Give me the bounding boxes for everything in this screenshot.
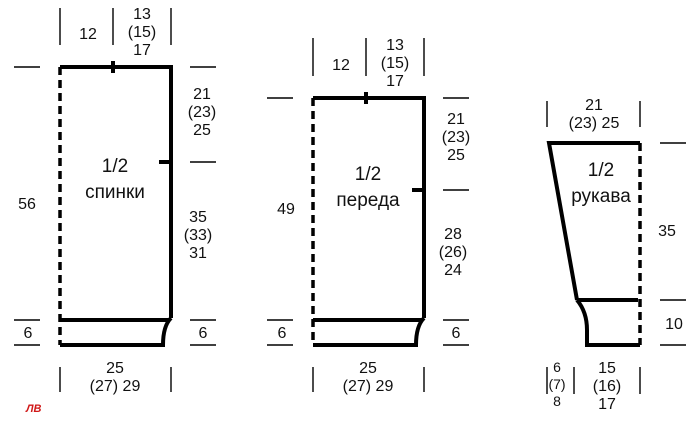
cuff-height: 10 (665, 316, 683, 333)
bottom-width: (27) 29 (90, 378, 141, 395)
shoulder-width: 12 (332, 57, 350, 74)
bottom-width: 25 (359, 360, 377, 377)
shoulder-width: 12 (79, 26, 97, 43)
neck-width: (15) (128, 24, 156, 41)
sleeve-length: 35 (658, 223, 676, 240)
neck-width: (15) (381, 55, 409, 72)
piece-title: 1/2 (355, 164, 381, 185)
armhole-height: 25 (193, 122, 211, 139)
logo: ЛВ (25, 403, 42, 415)
sleeve-piece: 1/2 рукава 21 (23) 25 35 10 6 (7) 8 15 (… (546, 97, 686, 413)
piece-title: рукава (571, 186, 631, 207)
rib-height: 6 (278, 325, 287, 342)
back-piece: 1/2 спинки 12 13 (15) 17 21 (23) 25 35 (… (14, 6, 216, 395)
back-outline (60, 65, 173, 318)
piece-title: переда (336, 190, 400, 211)
neck-width: 17 (133, 42, 151, 59)
armhole-height: 21 (193, 86, 211, 103)
bottom-width: 15 (598, 360, 616, 377)
top-width: (23) 25 (569, 115, 620, 132)
neck-width: 13 (133, 6, 151, 23)
side-height: 31 (189, 245, 207, 262)
side-height: (26) (439, 244, 467, 261)
front-outline (313, 96, 426, 318)
rib-height: 6 (24, 325, 33, 342)
hem-line (313, 316, 426, 347)
armhole-height: (23) (442, 129, 470, 146)
armhole-height: 21 (447, 111, 465, 128)
rib-height: 6 (199, 325, 208, 342)
hem-line (60, 316, 173, 347)
cuff-taper: 6 (553, 359, 561, 375)
armhole-height: 25 (447, 147, 465, 164)
total-height: 49 (277, 201, 295, 218)
bottom-width: (27) 29 (343, 378, 394, 395)
piece-title: 1/2 (588, 160, 614, 181)
cuff-outline (575, 298, 640, 347)
neck-width: 13 (386, 37, 404, 54)
side-height: 35 (189, 209, 207, 226)
side-height: (33) (184, 227, 212, 244)
top-width: 21 (585, 97, 603, 114)
neck-width: 17 (386, 73, 404, 90)
front-piece: 1/2 переда 12 13 (15) 17 21 (23) 25 28 (… (267, 37, 470, 395)
side-height: 28 (444, 226, 462, 243)
piece-title: спинки (85, 182, 145, 203)
sleeve-outline (546, 141, 640, 301)
bottom-width: (16) (593, 378, 621, 395)
piece-title: 1/2 (102, 156, 128, 177)
cuff-taper: (7) (548, 376, 565, 392)
bottom-width: 25 (106, 360, 124, 377)
cuff-taper: 8 (553, 393, 561, 409)
rib-height: 6 (452, 325, 461, 342)
bottom-width: 17 (598, 396, 616, 413)
side-height: 24 (444, 262, 462, 279)
armhole-height: (23) (188, 104, 216, 121)
total-height: 56 (18, 196, 36, 213)
